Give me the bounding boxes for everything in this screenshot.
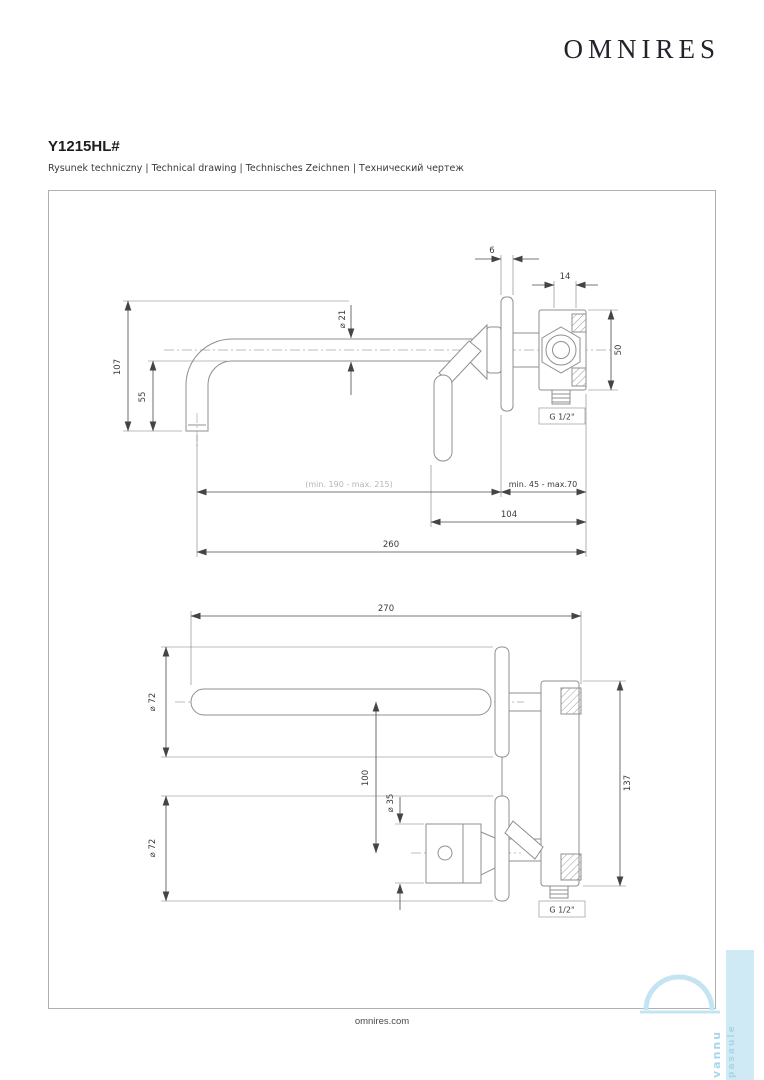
dimension-label-104: 104: [501, 510, 517, 520]
dimension-260: 260: [196, 540, 587, 556]
dimension-label-260: 260: [383, 540, 399, 550]
watermark-arc: [643, 974, 715, 1011]
spout-base: [486, 326, 502, 374]
dimension-14: 14: [532, 272, 598, 308]
dimension-6: 6: [475, 246, 539, 295]
dimension-label-dia72-valve: ⌀ 72: [148, 839, 158, 858]
wall-plate-side: [500, 296, 514, 412]
connection-hatch-lower: [560, 853, 582, 881]
watermark-word2: pasaule: [727, 1024, 737, 1078]
technical-drawing-svg: 6 14 ⌀ 21: [113, 246, 633, 918]
dimension-label-55: 55: [138, 392, 148, 403]
spout-outline: [185, 338, 501, 432]
connection-hatch-upper: [560, 687, 582, 715]
top-view-drawing: [175, 646, 582, 902]
dimension-270: 270: [190, 604, 582, 685]
cartridge-circle-inner: [552, 341, 570, 359]
dimension-min45: min. 45 - max.70: [500, 480, 587, 496]
spout-wall-plate: [494, 646, 510, 758]
spout-top-view: [190, 688, 492, 716]
connection-hatch-top: [571, 313, 587, 333]
lever-grip: [433, 374, 453, 462]
product-code: Y1215HL#: [48, 138, 120, 155]
handle-knob-circle: [437, 845, 453, 861]
dimension-dia35: ⌀ 35: [386, 794, 424, 910]
sheet-subtitle: Rysunek techniczny | Technical drawing |…: [48, 163, 464, 174]
dimension-g12-bottom: G 1/2": [538, 900, 586, 918]
dimension-100: 100: [361, 701, 380, 854]
watermark-bar: [726, 950, 754, 1080]
dimension-g12-top: G 1/2": [538, 407, 586, 425]
dimension-104: 104: [430, 510, 587, 526]
dimension-label-14: 14: [560, 272, 571, 282]
dimension-label-g12-top: G 1/2": [549, 413, 574, 422]
dimension-dia72-valve: ⌀ 72: [148, 795, 493, 902]
dimension-label-6: 6: [489, 246, 494, 256]
dimension-label-50: 50: [614, 345, 624, 356]
dimension-label-100: 100: [361, 770, 371, 786]
dimension-137: 137: [583, 680, 633, 887]
dimension-50: 50: [588, 309, 624, 391]
dimension-label-dia21: ⌀ 21: [338, 310, 348, 329]
dimension-dia21: ⌀ 21: [338, 305, 355, 395]
cartridge-circle-outer: [545, 334, 577, 366]
footer-url: omnires.com: [354, 1016, 410, 1027]
watermark: vannu pasaule: [640, 946, 764, 1080]
dimension-107: 107: [113, 300, 349, 432]
dimension-label-107: 107: [113, 359, 123, 375]
side-view-dimensions: 6 14 ⌀ 21: [113, 246, 624, 557]
dimension-label-g12-bottom: G 1/2": [549, 906, 574, 915]
dimension-label-137: 137: [623, 775, 633, 791]
dimension-label-min45: min. 45 - max.70: [509, 480, 577, 489]
lever-top-view: [504, 820, 544, 860]
brand-logo: OMNIRES: [563, 34, 720, 64]
watermark-word1: vannu: [710, 1030, 723, 1078]
thread-nub-bottom: [549, 885, 569, 899]
dimension-label-dia72-spout: ⌀ 72: [148, 693, 158, 712]
dimension-label-dia35: ⌀ 35: [386, 794, 396, 813]
connection-hatch-bottom: [571, 367, 587, 387]
handle-block: [425, 823, 482, 884]
handle-neck: [480, 831, 496, 876]
drawing-frame: 6 14 ⌀ 21: [48, 190, 716, 1009]
dimension-min190: (min. 190 - max. 215): [196, 480, 502, 496]
valve-wall-plate: [494, 795, 510, 902]
side-view-drawing: [164, 296, 614, 462]
watermark-graphic: vannu pasaule: [640, 950, 754, 1080]
dimension-label-min190: (min. 190 - max. 215): [305, 480, 392, 489]
dimension-55: 55: [138, 360, 227, 432]
top-view-dimensions: 270 ⌀ 72 100: [148, 604, 633, 918]
dimension-dia72-spout: ⌀ 72: [148, 646, 493, 758]
dimension-label-270: 270: [378, 604, 394, 614]
